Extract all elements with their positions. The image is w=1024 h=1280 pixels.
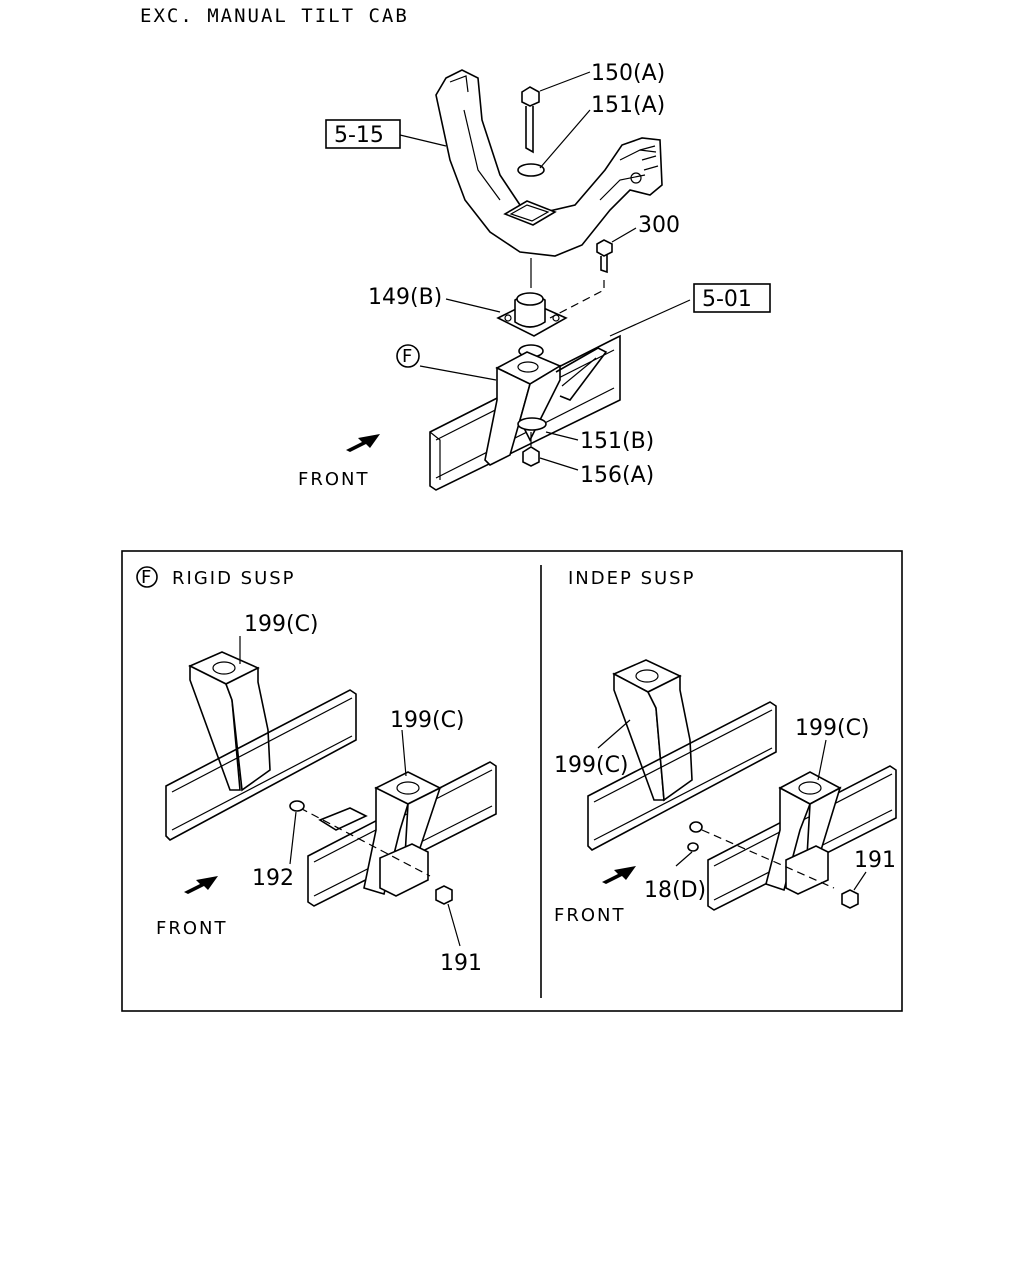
washer-18d-2 [687,842,699,852]
ref-box-501 [693,283,771,313]
front-arrow-icon [346,434,380,452]
washer-18d-1 [689,821,703,833]
rigid-upper-bracket [188,651,271,792]
label-151a: 151(A) [591,93,665,118]
washer-151a [517,163,545,177]
label-191-rigid: 191 [440,951,482,976]
detail-f-circle [136,566,158,588]
detail-frame [121,550,903,1012]
cab-mount-bracket [435,69,663,257]
bolt-191-indep [841,889,859,909]
bolt-150a [521,86,540,154]
indep-susp-title: INDEP SUSP [568,568,695,589]
ref-box-515 [325,119,401,149]
callout-f-circle [396,344,420,368]
label-rigid-199c-lower: 199(C) [390,708,465,733]
front-label-rigid: FRONT [156,918,228,939]
label-192: 192 [252,866,294,891]
bolt-191-rigid [435,885,453,905]
label-f-marker: F [402,346,414,367]
label-191-indep: 191 [854,848,896,873]
label-150a: 150(A) [591,61,665,86]
indep-lower-bracket [765,771,842,895]
label-indep-199c-upper: 199(C) [554,753,629,778]
label-151b: 151(B) [580,429,654,454]
indep-upper-bracket [612,659,693,802]
rigid-lower-bracket [318,771,442,897]
washer-151b [517,417,547,431]
front-arrow-indep-icon [602,866,636,884]
detail-f-marker: F [141,567,153,588]
label-149b: 149(B) [368,285,442,310]
front-label-top: FRONT [298,469,370,490]
label-501: 5-01 [702,287,752,312]
label-156a: 156(A) [580,463,654,488]
rigid-susp-title: RIGID SUSP [172,568,296,589]
rigid-upper-rail [165,689,357,841]
bolt-300 [596,239,613,274]
nut-192 [289,800,305,812]
label-indep-199c-lower: 199(C) [795,716,870,741]
mount-149b [496,292,568,358]
label-18d: 18(D) [644,878,706,903]
front-arrow-rigid-icon [184,876,218,894]
front-label-indep: FRONT [554,905,626,926]
label-515: 5-15 [334,123,384,148]
nut-156a [522,446,540,467]
page-title: EXC. MANUAL TILT CAB [140,5,409,27]
indep-upper-rail [587,701,777,851]
label-rigid-199c-upper: 199(C) [244,612,319,637]
label-300: 300 [638,213,680,238]
